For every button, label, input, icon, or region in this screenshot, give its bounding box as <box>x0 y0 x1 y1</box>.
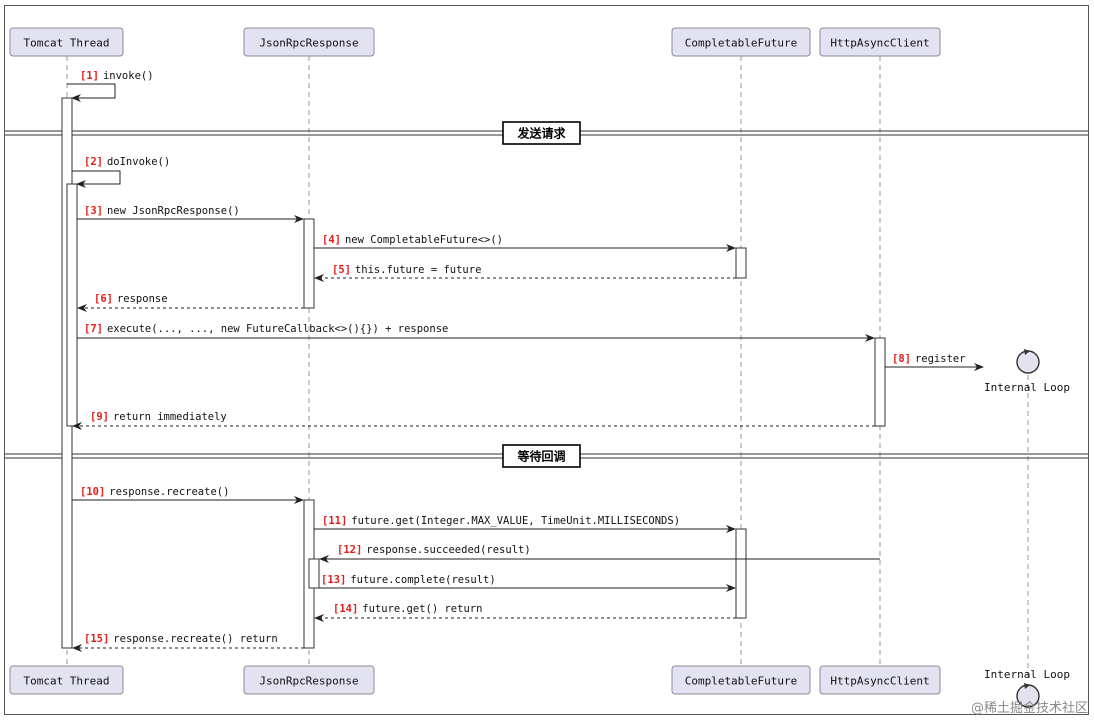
activation-jrr-1 <box>303 218 315 309</box>
loop-arrowhead-icon <box>1024 349 1030 355</box>
message-13-label: [13]future.complete(result) <box>321 574 496 586</box>
participants-bottom: Tomcat Thread JsonRpcResponse Completabl… <box>9 665 941 695</box>
activation-jrr-nested <box>308 558 320 589</box>
internal-loop-bottom: Internal Loop <box>984 668 1070 708</box>
message-12-label: [12]response.succeeded(result) <box>337 544 531 556</box>
participant-hac-top[interactable]: HttpAsyncClient <box>819 27 941 57</box>
participant-jrr-top[interactable]: JsonRpcResponse <box>243 27 375 57</box>
message-5-label: [5]this.future = future <box>332 264 481 276</box>
message-10-label: [10]response.recreate() <box>80 486 229 498</box>
message-labels: [1]invoke() [2]doInvoke() [3]new JsonRpc… <box>80 70 966 645</box>
internal-loop-label: Internal Loop <box>984 668 1070 681</box>
divider-wait-callback-label: 等待回调 <box>516 449 565 464</box>
divider-wait-callback: 等待回调 <box>502 444 581 468</box>
message-15-label: [15]response.recreate() return <box>84 633 278 645</box>
message-2-arrow <box>72 170 121 188</box>
activation-tomcat-inner <box>66 183 78 427</box>
message-11-label: [11]future.get(Integer.MAX_VALUE, TimeUn… <box>322 515 680 527</box>
participant-jrr-bottom[interactable]: JsonRpcResponse <box>243 665 375 695</box>
participant-label: JsonRpcResponse <box>259 675 358 688</box>
message-arrows <box>72 215 984 652</box>
activation-hac <box>874 337 886 427</box>
internal-loop-top: Internal Loop <box>984 349 1070 394</box>
activations <box>61 97 886 649</box>
activation-cf-1 <box>735 247 747 279</box>
message-8-label: [8]register <box>892 353 966 365</box>
internal-loop-label: Internal Loop <box>984 381 1070 394</box>
message-4-label: [4]new CompletableFuture<>() <box>322 234 503 246</box>
message-3-label: [3]new JsonRpcResponse() <box>84 205 240 217</box>
participant-label: Tomcat Thread <box>23 675 109 688</box>
participants-top: Tomcat Thread JsonRpcResponse Completabl… <box>9 27 941 57</box>
participant-label: CompletableFuture <box>685 37 798 50</box>
participant-label: CompletableFuture <box>685 675 798 688</box>
message-1-label: [1]invoke() <box>80 70 154 82</box>
message-9-label: [9]return immediately <box>90 411 227 423</box>
message-1-arrow <box>67 83 116 102</box>
participant-label: HttpAsyncClient <box>830 675 929 688</box>
participant-hac-bottom[interactable]: HttpAsyncClient <box>819 665 941 695</box>
participant-label: JsonRpcResponse <box>259 37 358 50</box>
participant-tomcat-bottom[interactable]: Tomcat Thread <box>9 665 124 695</box>
activation-cf-2 <box>735 528 747 619</box>
message-6-label: [6]response <box>94 293 168 305</box>
message-2-label: [2]doInvoke() <box>84 156 170 168</box>
participant-cf-top[interactable]: CompletableFuture <box>671 27 811 57</box>
loop-control-icon <box>1016 350 1040 374</box>
participant-cf-bottom[interactable]: CompletableFuture <box>671 665 811 695</box>
participant-label: HttpAsyncClient <box>830 37 929 50</box>
divider-send-request-label: 发送请求 <box>516 126 566 141</box>
participant-tomcat-top[interactable]: Tomcat Thread <box>9 27 124 57</box>
message-7-label: [7]execute(..., ..., new FutureCallback<… <box>84 323 448 335</box>
divider-send-request: 发送请求 <box>502 121 581 145</box>
loop-arrowhead-icon <box>1024 683 1030 689</box>
participant-label: Tomcat Thread <box>23 37 109 50</box>
watermark: @稀土掘金技术社区 <box>971 700 1088 716</box>
message-14-label: [14]future.get() return <box>333 603 482 615</box>
